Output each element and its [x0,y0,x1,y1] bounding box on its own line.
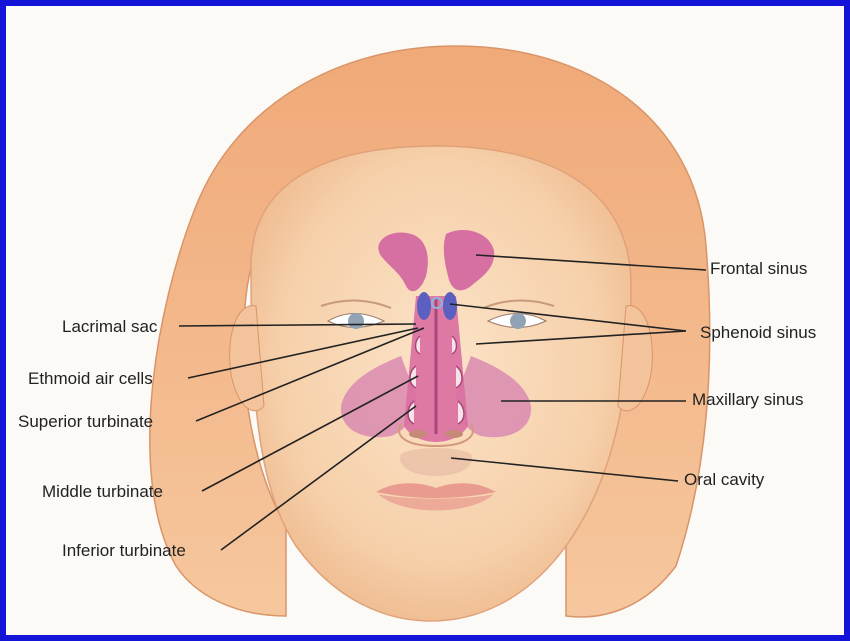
sphenoid-sinus-right [443,292,457,320]
face-sinus-diagram: Frontal sinus Sphenoid sinus Maxillary s… [6,6,844,635]
label-maxillary-sinus: Maxillary sinus [692,390,803,409]
label-middle-turbinate: Middle turbinate [42,482,163,501]
label-superior-turbinate: Superior turbinate [18,412,153,431]
label-sphenoid-sinus: Sphenoid sinus [700,323,816,342]
label-lacrimal-sac: Lacrimal sac [62,317,158,336]
label-frontal-sinus: Frontal sinus [710,259,807,278]
label-ethmoid-air-cells: Ethmoid air cells [28,369,153,388]
illustration-frame: Frontal sinus Sphenoid sinus Maxillary s… [6,6,844,635]
label-oral-cavity: Oral cavity [684,470,765,489]
right-nostril [445,430,463,438]
sphenoid-sinus-left [417,292,431,320]
left-nostril [409,430,427,438]
label-inferior-turbinate: Inferior turbinate [62,541,186,560]
